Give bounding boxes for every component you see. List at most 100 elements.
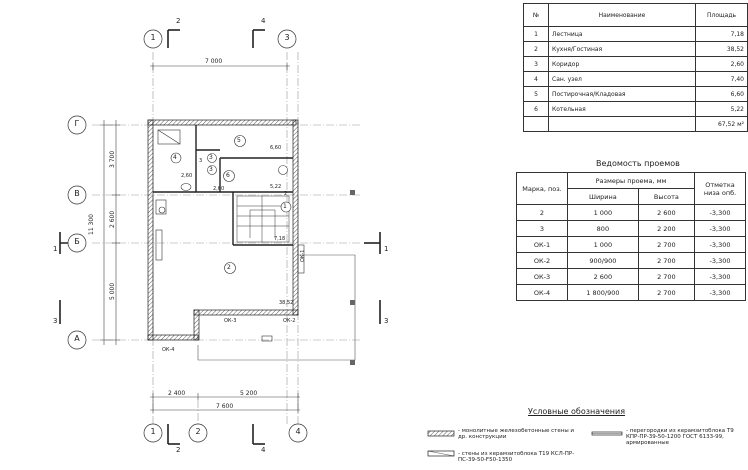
- dim-left-part-1: 3 700: [109, 150, 116, 168]
- axis-label-left-v: В: [74, 189, 80, 198]
- area-label-2-60-a: 2,60: [181, 173, 193, 179]
- dim-left-part-2: 2 600: [109, 210, 116, 228]
- rooms-total: 67,52 м²: [695, 116, 748, 132]
- area-label-7-18: 7,18: [274, 236, 286, 242]
- rooms-cell: 6: [523, 101, 549, 117]
- openings-cell: ОК-2: [516, 252, 568, 269]
- rooms-col-no: №: [523, 3, 549, 27]
- table-row: ОК-4 1 800/900 2 700 -3,300: [516, 284, 746, 301]
- post-markers: [350, 190, 355, 365]
- rooms-cell: Кухня/Гостиная: [548, 41, 696, 57]
- openings-cell: 2 700: [637, 236, 696, 253]
- openings-cell: ОК-3: [516, 268, 568, 285]
- terrace-outline: [197, 254, 356, 361]
- legend-title: Условные обозначения: [528, 407, 626, 416]
- openings-cell: 2 700: [637, 284, 696, 301]
- legend-item-partitions: - перегородки из керамзитоблока Т9 КПР-П…: [626, 428, 734, 446]
- opening-label-ok1: ОК-1: [300, 249, 306, 262]
- axis-bubbles: [67, 29, 308, 443]
- table-row: 4 Сан. узел 7,40: [523, 71, 748, 87]
- openings-cell: -3,300: [694, 204, 746, 221]
- opening-label-ok2: ОК-2: [283, 318, 296, 324]
- rooms-cell: 6,60: [695, 86, 748, 102]
- table-row: ОК-3 2 600 2 700 -3,300: [516, 268, 746, 285]
- table-row: 1 Лестница 7,18: [523, 26, 748, 42]
- openings-title: Ведомость проемов: [596, 159, 680, 168]
- openings-cell: -3,300: [694, 220, 746, 237]
- openings-col-width: Ширина: [567, 188, 639, 205]
- table-row: 3 800 2 200 -3,300: [516, 220, 746, 237]
- section-mark-left-3: 3: [53, 317, 58, 325]
- openings-cell: 1 000: [567, 236, 639, 253]
- axis-label-bottom-4: 4: [295, 427, 301, 436]
- rooms-table: № Наименование Площадь 1 Лестница 7,18 2…: [523, 3, 748, 132]
- axis-label-bottom-2: 2: [195, 427, 201, 436]
- opening-label-ok4: ОК-4: [162, 347, 175, 353]
- room-marker-6: 6: [226, 172, 230, 179]
- fixtures: [155, 129, 305, 342]
- rooms-cell: Коридор: [548, 56, 696, 72]
- openings-cell: 3: [516, 220, 568, 237]
- axis-label-bottom-1: 1: [150, 427, 156, 436]
- openings-col-level: Отметка низа опб.: [694, 172, 746, 205]
- room-marker-3a: 3: [209, 154, 213, 161]
- rooms-cell: 2,60: [695, 56, 748, 72]
- openings-cell: 1 000: [567, 204, 639, 221]
- dim-bottom-part-1: 2 400: [168, 390, 186, 397]
- axis-label-top-3: 3: [284, 33, 290, 42]
- openings-cell: 2 600: [567, 268, 639, 285]
- rooms-cell: 5,22: [695, 101, 748, 117]
- axis-label-left-g: Г: [74, 119, 80, 128]
- rooms-table-header: № Наименование Площадь: [523, 3, 748, 27]
- legend-item-blocks: - стены из керамзитоблока Т19 КСЛ-ПР-ПС-…: [458, 451, 575, 463]
- openings-cell: 2 600: [637, 204, 696, 221]
- rooms-total-row: 67,52 м²: [523, 116, 748, 132]
- legend-swatches: [427, 430, 623, 457]
- axis-label-left-a: А: [74, 334, 80, 343]
- openings-cell: ОК-4: [516, 284, 568, 301]
- rooms-cell: 1: [523, 26, 549, 42]
- openings-cell: -3,300: [694, 236, 746, 253]
- section-mark-top-2: 2: [176, 17, 181, 25]
- table-row: ОК-1 1 000 2 700 -3,300: [516, 236, 746, 253]
- openings-col-mark: Марка, поз.: [516, 172, 568, 205]
- interior-partitions: [153, 125, 293, 246]
- rooms-cell: Сан. узел: [548, 71, 696, 87]
- section-mark-bottom-4: 4: [261, 446, 266, 454]
- openings-cell: 2 700: [637, 268, 696, 285]
- openings-cell: 1 800/900: [567, 284, 639, 301]
- room-marker-1: 1: [283, 203, 287, 210]
- stair: [236, 195, 290, 243]
- room-marker-2: 2: [227, 264, 231, 271]
- section-mark-top-4: 4: [261, 17, 266, 25]
- area-label-2-60-b: 2,60: [213, 186, 225, 192]
- rooms-cell: 3: [523, 56, 549, 72]
- door-label-2: 2: [284, 191, 288, 197]
- section-mark-right-3: 3: [384, 317, 389, 325]
- legend-item-monolithic: - монолитные железобетонные стены и др. …: [458, 428, 574, 440]
- openings-cell: 2 700: [637, 252, 696, 269]
- area-label-38-52: 38,52: [279, 300, 294, 306]
- openings-cell: 800: [567, 220, 639, 237]
- openings-col-size: Размеры проема, мм: [567, 172, 695, 189]
- openings-cell: 900/900: [567, 252, 639, 269]
- rooms-col-name: Наименование: [548, 3, 696, 27]
- openings-cell: -3,300: [694, 268, 746, 285]
- door-label-3: 3: [199, 158, 203, 164]
- room-marker-3b: 3: [209, 166, 213, 173]
- room-marker-4: 4: [173, 154, 177, 161]
- dim-bottom-part-2: 5 200: [240, 390, 258, 397]
- table-row: 6 Котельная 5,22: [523, 101, 748, 117]
- section-mark-bottom-2: 2: [176, 446, 181, 454]
- rooms-cell: 4: [523, 71, 549, 87]
- rooms-cell: Постирочная/Кладовая: [548, 86, 696, 102]
- openings-cell: -3,300: [694, 284, 746, 301]
- rooms-cell: 2: [523, 41, 549, 57]
- rooms-col-area: Площадь: [695, 3, 748, 27]
- dim-bottom-total: 7 600: [216, 403, 234, 410]
- rooms-cell: Котельная: [548, 101, 696, 117]
- rooms-cell: 38,52: [695, 41, 748, 57]
- axis-lines: [92, 52, 360, 425]
- room-marker-circles: [170, 135, 292, 274]
- openings-cell: 2 200: [637, 220, 696, 237]
